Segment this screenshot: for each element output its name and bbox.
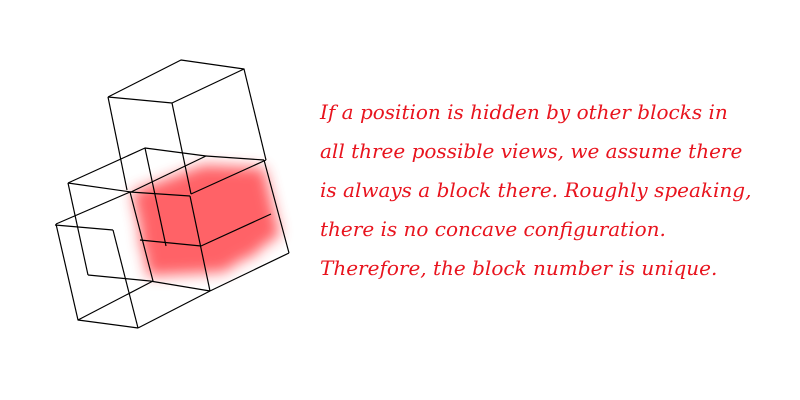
- caption-line-5: Therefore, the block number is unique.: [320, 256, 718, 280]
- explanation-text: If a position is hidden by other blocks …: [320, 93, 790, 288]
- caption-line-2: all three possible views, we assume ther…: [320, 139, 743, 163]
- hidden-block-highlight: [132, 165, 280, 276]
- caption-line-4: there is no concave configuration.: [320, 217, 666, 241]
- caption-line-1: If a position is hidden by other blocks …: [320, 100, 728, 124]
- block-stack-figure: [54, 59, 290, 329]
- caption-line-3: is always a block there. Roughly speakin…: [320, 178, 752, 202]
- block-wireframe: [54, 59, 290, 329]
